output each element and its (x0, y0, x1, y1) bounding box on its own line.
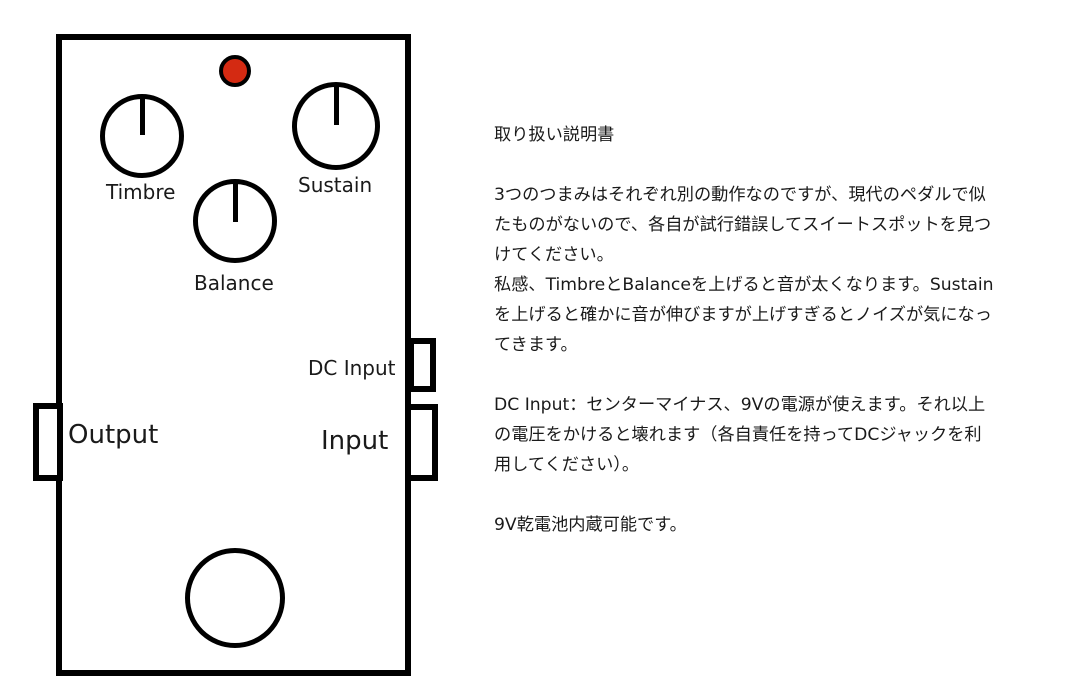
manual-title: 取り扱い説明書 (494, 125, 615, 145)
spacer (494, 360, 1064, 390)
dc-input-jack-icon (408, 338, 436, 392)
output-label: Output (68, 420, 159, 450)
output-jack-icon (33, 403, 63, 481)
knob-pointer-icon (139, 99, 145, 135)
spacer (494, 150, 1064, 180)
input-label: Input (321, 426, 389, 456)
manual-paragraph-battery: 9V乾電池内蔵可能です。 (494, 515, 687, 535)
sustain-label: Sustain (298, 173, 373, 197)
balance-knob (193, 179, 277, 263)
sustain-knob (292, 82, 380, 170)
dc-input-label: DC Input (308, 356, 396, 380)
knob-pointer-icon (333, 87, 339, 125)
manual-paragraph-dc-input: DC Input：センターマイナス、9Vの電源が使えます。それ以上 の電圧をかけ… (494, 395, 986, 475)
footswitch-icon (185, 548, 285, 648)
knob-pointer-icon (232, 184, 238, 222)
timbre-label: Timbre (106, 180, 176, 204)
pedal-diagram: Timbre Sustain Balance DC Input Output I… (0, 0, 460, 700)
manual-paragraph-impressions: 私感、TimbreとBalanceを上げると音が太くなります。Sustain を… (494, 275, 994, 355)
instruction-manual: 取り扱い説明書 3つのつまみはそれぞれ別の動作なのですが、現代のペダルで似 たも… (494, 120, 1064, 540)
led-indicator-icon (219, 55, 251, 87)
input-jack-icon (405, 404, 438, 481)
spacer (494, 480, 1064, 510)
timbre-knob (100, 94, 184, 178)
balance-label: Balance (194, 271, 274, 295)
manual-paragraph-knobs: 3つのつまみはそれぞれ別の動作なのですが、現代のペダルで似 たものがないので、各… (494, 185, 992, 265)
